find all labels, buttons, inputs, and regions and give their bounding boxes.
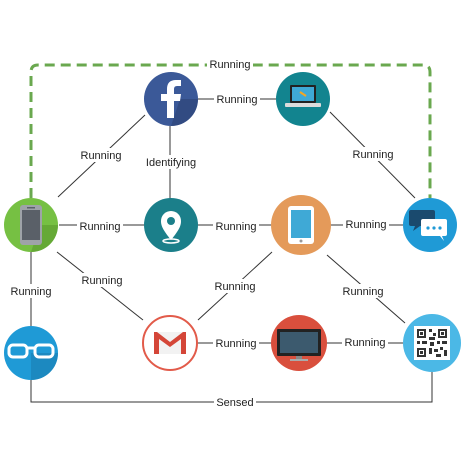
laptop-icon [285, 85, 321, 107]
node-phone[interactable] [4, 198, 58, 252]
qr-code-icon [414, 326, 450, 360]
smartphone-icon [20, 205, 42, 245]
node-location[interactable] [144, 198, 198, 252]
node-facebook[interactable] [144, 72, 198, 126]
edge-labels: Running Running Identifying Running Runn… [8, 92, 396, 409]
edge-label-phone-glasses: Running [11, 286, 52, 298]
edge-label-monitor-qrcode: Running [345, 337, 386, 349]
edge-label-tablet-gmail: Running [215, 281, 256, 293]
group-boundary-edge [29, 63, 432, 198]
edge-label-phone-location: Running [80, 221, 121, 233]
location-pin-icon [161, 211, 181, 244]
node-laptop[interactable] [276, 72, 330, 126]
edge-label-gmail-monitor: Running [216, 338, 257, 350]
monitor-icon [277, 329, 321, 361]
edge-label-laptop-chat: Running [353, 149, 394, 161]
edge-label-facebook-location: Identifying [146, 157, 196, 169]
edge-label-phone-facebook: Running [81, 150, 122, 162]
node-monitor[interactable] [271, 315, 327, 371]
smart-glasses-icon [7, 343, 55, 359]
edge-label-tablet-qrcode: Running [343, 286, 384, 298]
node-tablet[interactable] [271, 195, 331, 255]
gmail-icon [154, 332, 186, 354]
edge-label-facebook-laptop: Running [217, 94, 258, 106]
edge-label-tablet-chat: Running [346, 219, 387, 231]
node-qrcode[interactable] [403, 314, 461, 372]
chat-bubble-icon [409, 210, 447, 241]
edge-label-location-tablet: Running [216, 221, 257, 233]
edge-label-glasses-qrcode: Sensed [216, 397, 253, 409]
tablet-icon [288, 206, 314, 244]
edge-label-phone-chat: Running [210, 59, 251, 71]
facebook-icon [161, 80, 181, 118]
node-chat[interactable] [403, 198, 457, 252]
node-gmail[interactable] [142, 315, 198, 371]
node-glasses[interactable] [4, 326, 58, 380]
edges [30, 98, 433, 403]
edge-label-phone-gmail: Running [82, 275, 123, 287]
